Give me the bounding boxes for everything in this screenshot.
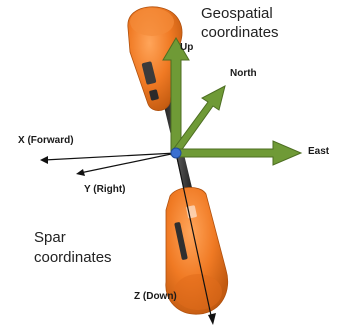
origin-dot	[171, 148, 181, 158]
geospatial-axes	[163, 38, 301, 165]
x-forward-label: X (Forward)	[18, 135, 74, 147]
y-right-arrowhead	[76, 169, 85, 176]
north-label: North	[230, 68, 257, 80]
east-arrow	[176, 141, 301, 165]
spar-title-line1: Spar	[34, 228, 66, 247]
x-forward-axis	[44, 153, 176, 160]
geospatial-title-line2: coordinates	[201, 23, 279, 42]
z-down-label: Z (Down)	[134, 291, 177, 303]
up-label: Up	[180, 42, 193, 54]
x-forward-arrowhead	[40, 156, 48, 164]
z-down-arrowhead	[208, 313, 216, 325]
y-right-label: Y (Right)	[84, 184, 125, 196]
east-label: East	[308, 146, 329, 158]
spar-title-line2: coordinates	[34, 248, 112, 267]
geospatial-title-line1: Geospatial	[201, 4, 273, 23]
